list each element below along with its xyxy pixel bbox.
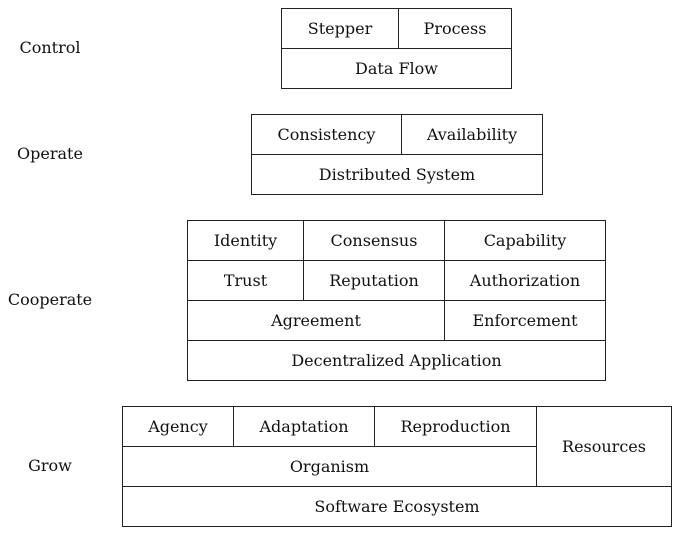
cell-authorization: Authorization bbox=[444, 260, 606, 301]
cell-decentralized-application: Decentralized Application bbox=[187, 340, 606, 381]
cell-identity: Identity bbox=[187, 220, 304, 261]
layer-label-cooperate: Cooperate bbox=[7, 290, 93, 309]
layer-label-grow: Grow bbox=[28, 456, 72, 475]
cell-availability: Availability bbox=[401, 114, 543, 155]
cell-agreement: Agreement bbox=[187, 300, 445, 341]
cell-consensus: Consensus bbox=[303, 220, 445, 261]
cell-data-flow: Data Flow bbox=[281, 48, 512, 89]
cell-organism: Organism bbox=[122, 446, 537, 487]
cell-adaptation: Adaptation bbox=[233, 406, 375, 447]
cell-reputation: Reputation bbox=[303, 260, 445, 301]
cell-agency: Agency bbox=[122, 406, 234, 447]
cell-reproduction: Reproduction bbox=[374, 406, 537, 447]
cell-process: Process bbox=[398, 8, 512, 49]
cell-capability: Capability bbox=[444, 220, 606, 261]
cell-enforcement: Enforcement bbox=[444, 300, 606, 341]
cell-consistency: Consistency bbox=[251, 114, 402, 155]
layer-label-operate: Operate bbox=[17, 144, 83, 163]
cell-distributed-system: Distributed System bbox=[251, 154, 543, 195]
cell-trust: Trust bbox=[187, 260, 304, 301]
cell-resources: Resources bbox=[536, 406, 672, 487]
layer-label-control: Control bbox=[19, 38, 81, 57]
cell-software-ecosystem: Software Ecosystem bbox=[122, 486, 672, 527]
cell-stepper: Stepper bbox=[281, 8, 399, 49]
